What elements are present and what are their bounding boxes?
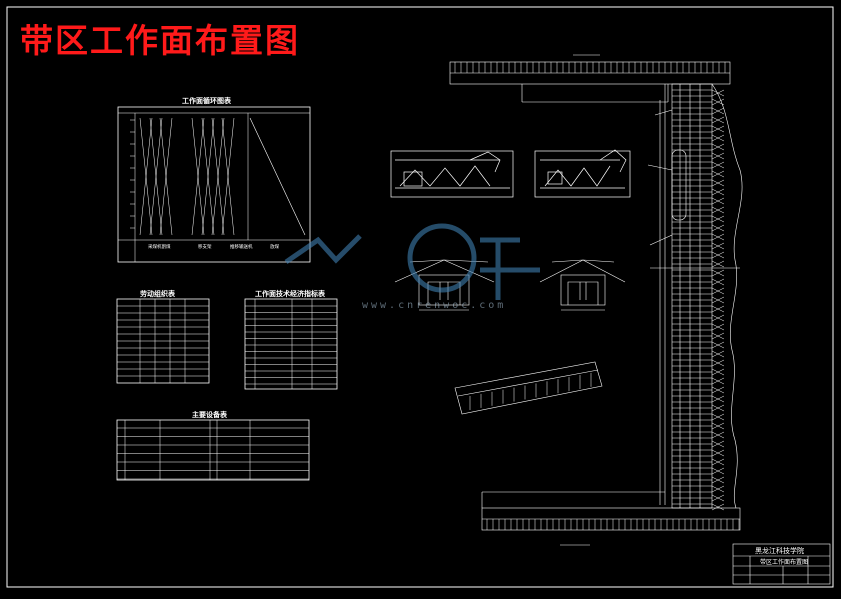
cycle-line [139,117,153,236]
goaf-hatch-line [711,431,725,439]
goaf-hatch-line [711,368,725,376]
goaf-hatch-line [711,233,725,241]
goaf-hatch-line [711,413,725,421]
panel-layout [449,54,743,546]
goaf-hatch-line [711,332,725,340]
goaf-hatch-line [711,314,725,322]
goaf-hatch-line [711,179,725,187]
roadway-section-left [394,259,495,311]
cycle-line [191,117,205,236]
goaf-hatch-line [711,422,725,430]
goaf-hatch-line [711,170,725,178]
equipment-table [116,419,310,481]
cycle-legend-4: 放煤 [270,245,279,250]
goaf-hatch-line [711,269,725,277]
goaf-hatch-line [711,440,725,448]
goaf-hatch-line [711,107,725,115]
goaf-hatch-line [711,251,725,259]
goaf-hatch-line [711,395,725,403]
goaf-hatch-line [711,386,725,394]
goaf-hatch-line [711,224,725,232]
goaf-hatch-line [711,116,725,124]
cycle-line [211,117,225,236]
goaf-hatch-line [711,305,725,313]
watermark-text: www.cnrenwoc.com [362,300,507,311]
goaf-hatch-line [711,458,725,466]
goaf-hatch-line [711,197,725,205]
goaf-hatch-line [711,404,725,412]
watermark-logo [284,223,540,300]
title-block [732,543,831,585]
sheet-border [6,6,834,588]
goaf-hatch-line [711,278,725,286]
cycle-line [201,117,215,236]
goaf-hatch-line [711,341,725,349]
goaf-hatch-line [711,485,725,493]
tech-table-title: 工作面技术经济指标表 [255,290,325,298]
goaf-hatch-line [711,188,725,196]
goaf-hatch-line [711,260,725,268]
goaf-hatch-line [711,152,725,160]
cycle-legend-2: 移支架 [198,245,212,250]
goaf-hatch-line [711,323,725,331]
goaf-hatch-line [711,449,725,457]
drawing-title: 带区工作面布置图 [20,21,300,60]
cycle-chart-title: 工作面循环图表 [182,97,231,105]
equipment-table-title: 主要设备表 [192,411,227,419]
goaf-hatch-line [711,134,725,142]
labor-table [116,298,210,384]
goaf-hatch-line [711,98,725,106]
goaf-hatch-line [711,359,725,367]
cycle-line [149,117,163,236]
cycle-legend-3: 推移输送机 [230,245,253,250]
section-drawing-2 [534,149,631,198]
goaf-hatch-line [711,206,725,214]
title-block-school: 黑龙江科技学院 [755,547,804,555]
cycle-line [221,117,235,236]
goaf-hatch-line [711,377,725,385]
cycle-line [159,117,173,236]
cycle-chart [117,106,311,263]
goaf-hatch-line [711,89,725,97]
title-block-drawing-name: 带区工作面布置图 [760,559,809,566]
inclined-roadway-detail [454,361,603,415]
goaf-hatch-line [711,287,725,295]
section-drawing-1 [390,150,514,198]
goaf-hatch-line [711,494,725,502]
goaf-hatch-line [711,476,725,484]
goaf-hatch-line [711,467,725,475]
goaf-hatch-line [711,242,725,250]
tech-table [244,298,338,390]
roadway-section-right [539,259,626,311]
goaf-hatch-line [711,296,725,304]
labor-table-title: 劳动组织表 [140,290,175,298]
goaf-hatch-line [711,215,725,223]
goaf-hatch-line [711,503,725,511]
cycle-legend-1: 采煤机割煤 [148,245,171,250]
goaf-hatch-line [711,161,725,169]
goaf-hatch-line [711,143,725,151]
goaf-hatch-line [711,125,725,133]
goaf-hatch-line [711,350,725,358]
